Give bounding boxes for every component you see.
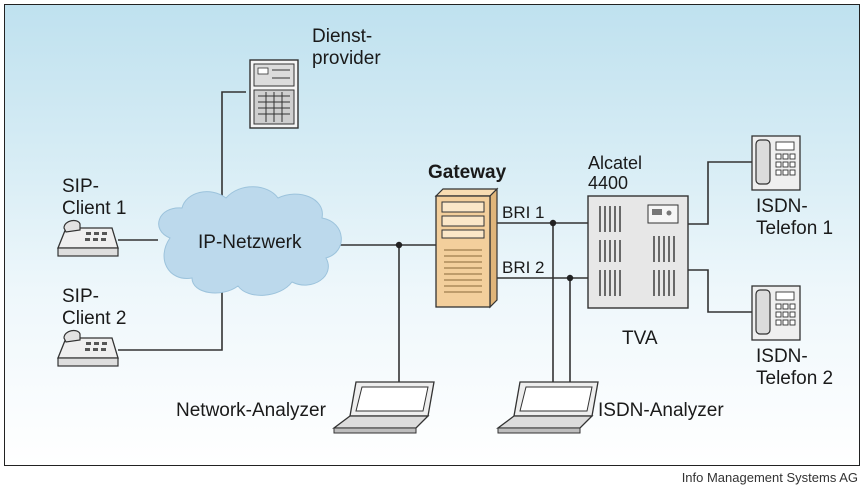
isdn-phone2-label-line1: ISDN- bbox=[756, 346, 808, 367]
server-icon bbox=[249, 59, 299, 129]
bri1-label: BRI 1 bbox=[502, 203, 545, 222]
sip-client2-label-line1: SIP- bbox=[62, 286, 99, 307]
sip-phone-icon bbox=[57, 219, 119, 257]
sip-client1-label-line2: Client 1 bbox=[62, 198, 127, 219]
sip-client2-label-line2: Client 2 bbox=[62, 308, 127, 329]
link-pbx-phone2 bbox=[688, 269, 752, 313]
laptop-icon bbox=[332, 381, 435, 434]
isdn-phone1-label-line1: ISDN- bbox=[756, 196, 808, 217]
alcatel-label-line2: 4400 bbox=[588, 173, 629, 193]
junction-dot bbox=[566, 274, 574, 282]
dienstprovider-label-line2: provider bbox=[312, 48, 381, 69]
bri2-label: BRI 2 bbox=[502, 258, 545, 277]
junction-dot bbox=[549, 219, 557, 227]
gateway-label: Gateway bbox=[428, 162, 507, 183]
isdn-phone-icon bbox=[751, 285, 801, 341]
network-analyzer-label: Network-Analyzer bbox=[176, 400, 326, 421]
image-credit: Info Management Systems AG bbox=[681, 470, 858, 485]
isdn-phone1-label-line2: Telefon 1 bbox=[756, 218, 834, 239]
sip-client1-label-line1: SIP- bbox=[62, 176, 99, 197]
ip-network-label: IP-Netzwerk bbox=[198, 232, 302, 253]
isdn-analyzer-label: ISDN-Analyzer bbox=[598, 400, 724, 421]
link-server-cloud bbox=[221, 91, 246, 200]
laptop-icon bbox=[496, 381, 599, 434]
dienstprovider-label-line1: Dienst- bbox=[312, 26, 373, 47]
sip-phone-icon bbox=[57, 329, 119, 367]
isdn-phone-icon bbox=[751, 135, 801, 191]
link-client2-cloud bbox=[118, 290, 223, 351]
junction-dots bbox=[395, 219, 574, 282]
junction-dot bbox=[395, 241, 403, 249]
link-pbx-phone1 bbox=[688, 161, 752, 225]
tva-label: TVA bbox=[622, 328, 658, 349]
isdn-phone2-label-line2: Telefon 2 bbox=[756, 368, 834, 389]
ip-network-cloud bbox=[158, 186, 342, 296]
pbx-cabinet-icon bbox=[587, 195, 689, 309]
alcatel-label-line1: Alcatel bbox=[588, 153, 643, 173]
gateway-server-icon bbox=[434, 187, 499, 309]
